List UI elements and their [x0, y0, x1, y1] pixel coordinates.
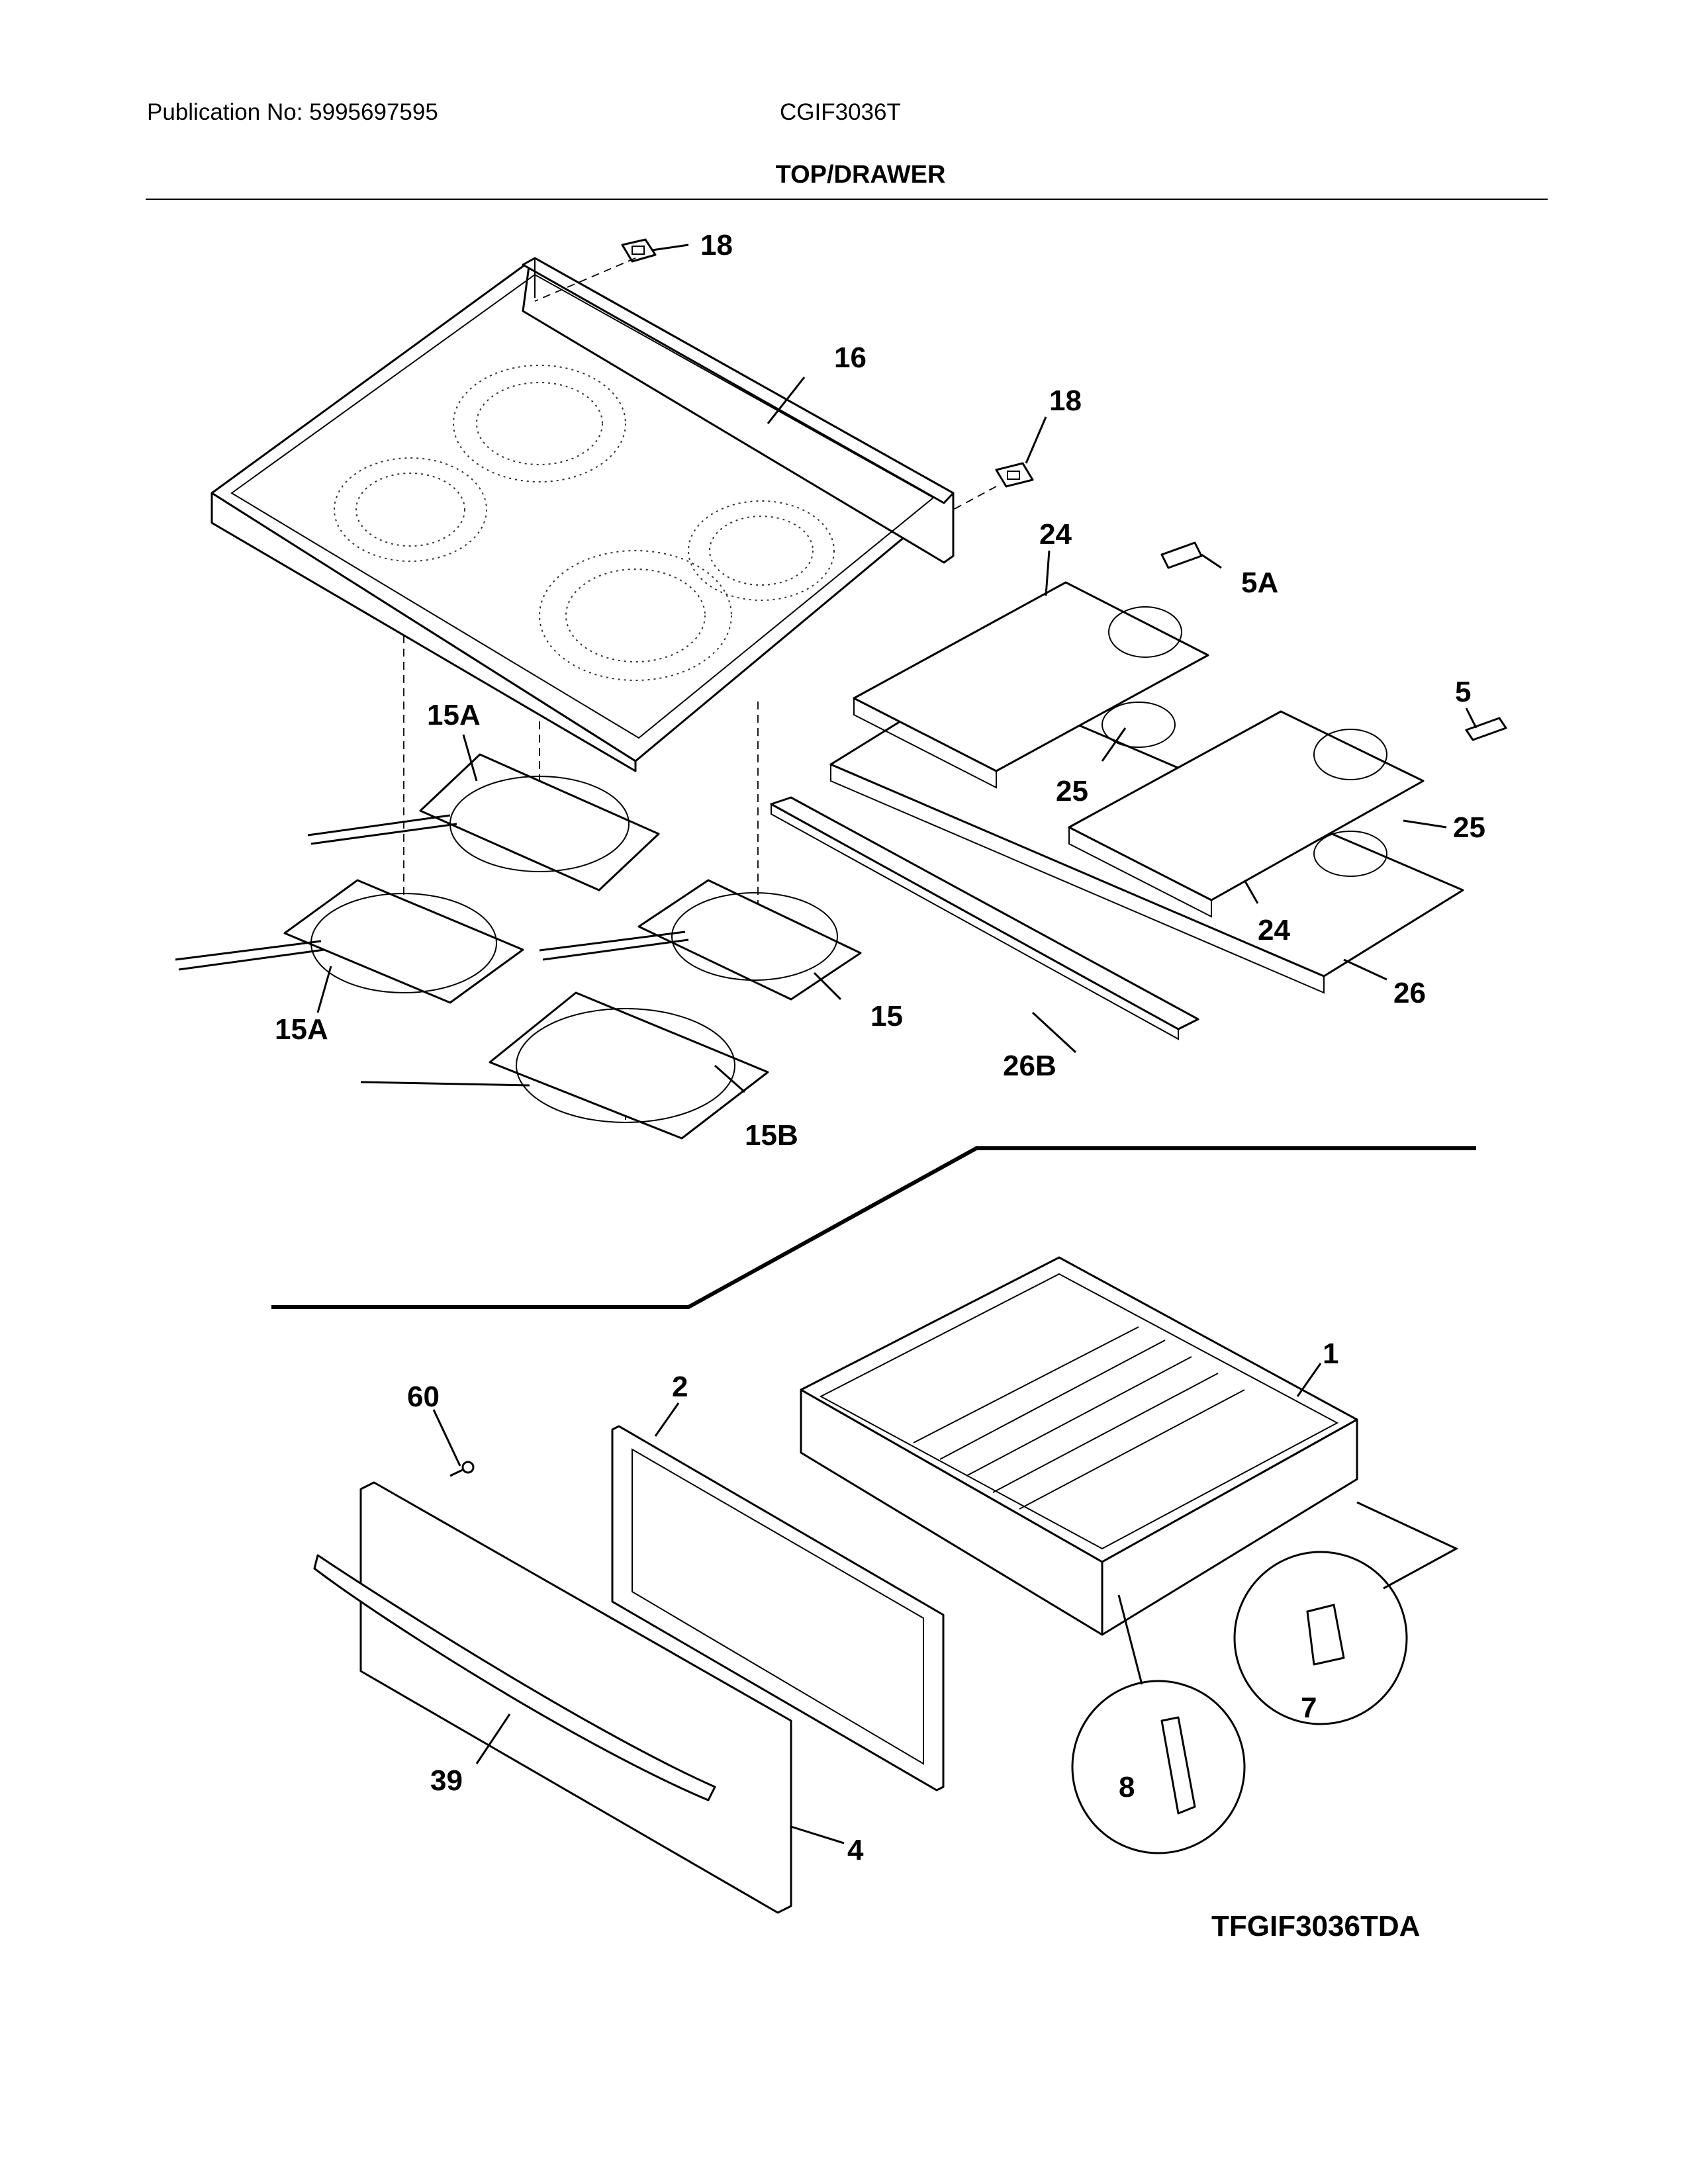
header-rule	[146, 199, 1548, 200]
callout-15a-bottom: 15A	[275, 1013, 328, 1046]
callout-60: 60	[407, 1381, 440, 1413]
callout-15a-top: 15A	[427, 699, 481, 731]
element-15a-bottom	[175, 879, 524, 1004]
callout-24-top: 24	[1039, 518, 1072, 551]
callout-7: 7	[1301, 1692, 1317, 1724]
callout-39: 39	[430, 1764, 463, 1797]
control-board-24-top	[853, 581, 1209, 789]
callout-26: 26	[1393, 977, 1426, 1009]
callout-5a: 5A	[1241, 567, 1278, 599]
callout-16: 16	[834, 341, 867, 374]
callout-1: 1	[1323, 1338, 1338, 1370]
callout-26b: 26B	[1003, 1050, 1056, 1082]
bracket-18-right	[995, 462, 1034, 488]
switch-5	[1465, 717, 1507, 741]
callout-2: 2	[672, 1371, 688, 1403]
drawer-front-4	[313, 1481, 792, 1914]
callout-24-bottom: 24	[1258, 914, 1290, 946]
callout-4: 4	[847, 1834, 864, 1866]
screw-60	[449, 1461, 475, 1477]
callout-5: 5	[1455, 676, 1471, 708]
callout-15: 15	[870, 1000, 903, 1032]
callout-18-top: 18	[700, 229, 733, 261]
detail-circle-7	[1233, 1501, 1459, 1725]
callout-8: 8	[1119, 1771, 1135, 1803]
figure-code: TFGIF3036TDA	[1211, 1910, 1420, 1942]
rail-26b	[770, 796, 1199, 1040]
control-board-24-bottom	[1068, 710, 1425, 918]
burner-markings	[334, 365, 835, 681]
drawer-inner-panel-2	[611, 1425, 945, 1792]
element-15b	[360, 991, 769, 1140]
element-15-right	[539, 879, 862, 1001]
callout-15b: 15B	[745, 1119, 798, 1152]
callout-18-right: 18	[1049, 385, 1082, 417]
leader-lines	[316, 244, 1477, 1844]
callout-25-right: 25	[1453, 811, 1485, 844]
model-number: CGIF3036T	[780, 99, 901, 125]
detail-circle-8	[1071, 1594, 1246, 1854]
bracket-18-top	[621, 238, 657, 263]
clip-5a	[1160, 541, 1203, 569]
callout-25-left: 25	[1056, 775, 1088, 807]
publication-number: Publication No: 5995697595	[147, 99, 438, 125]
element-15a-top	[307, 753, 660, 891]
cooktop-glass	[211, 257, 955, 772]
section-divider	[271, 1146, 1476, 1309]
drawer-body-1	[800, 1256, 1358, 1636]
section-title: TOP/DRAWER	[775, 161, 946, 189]
